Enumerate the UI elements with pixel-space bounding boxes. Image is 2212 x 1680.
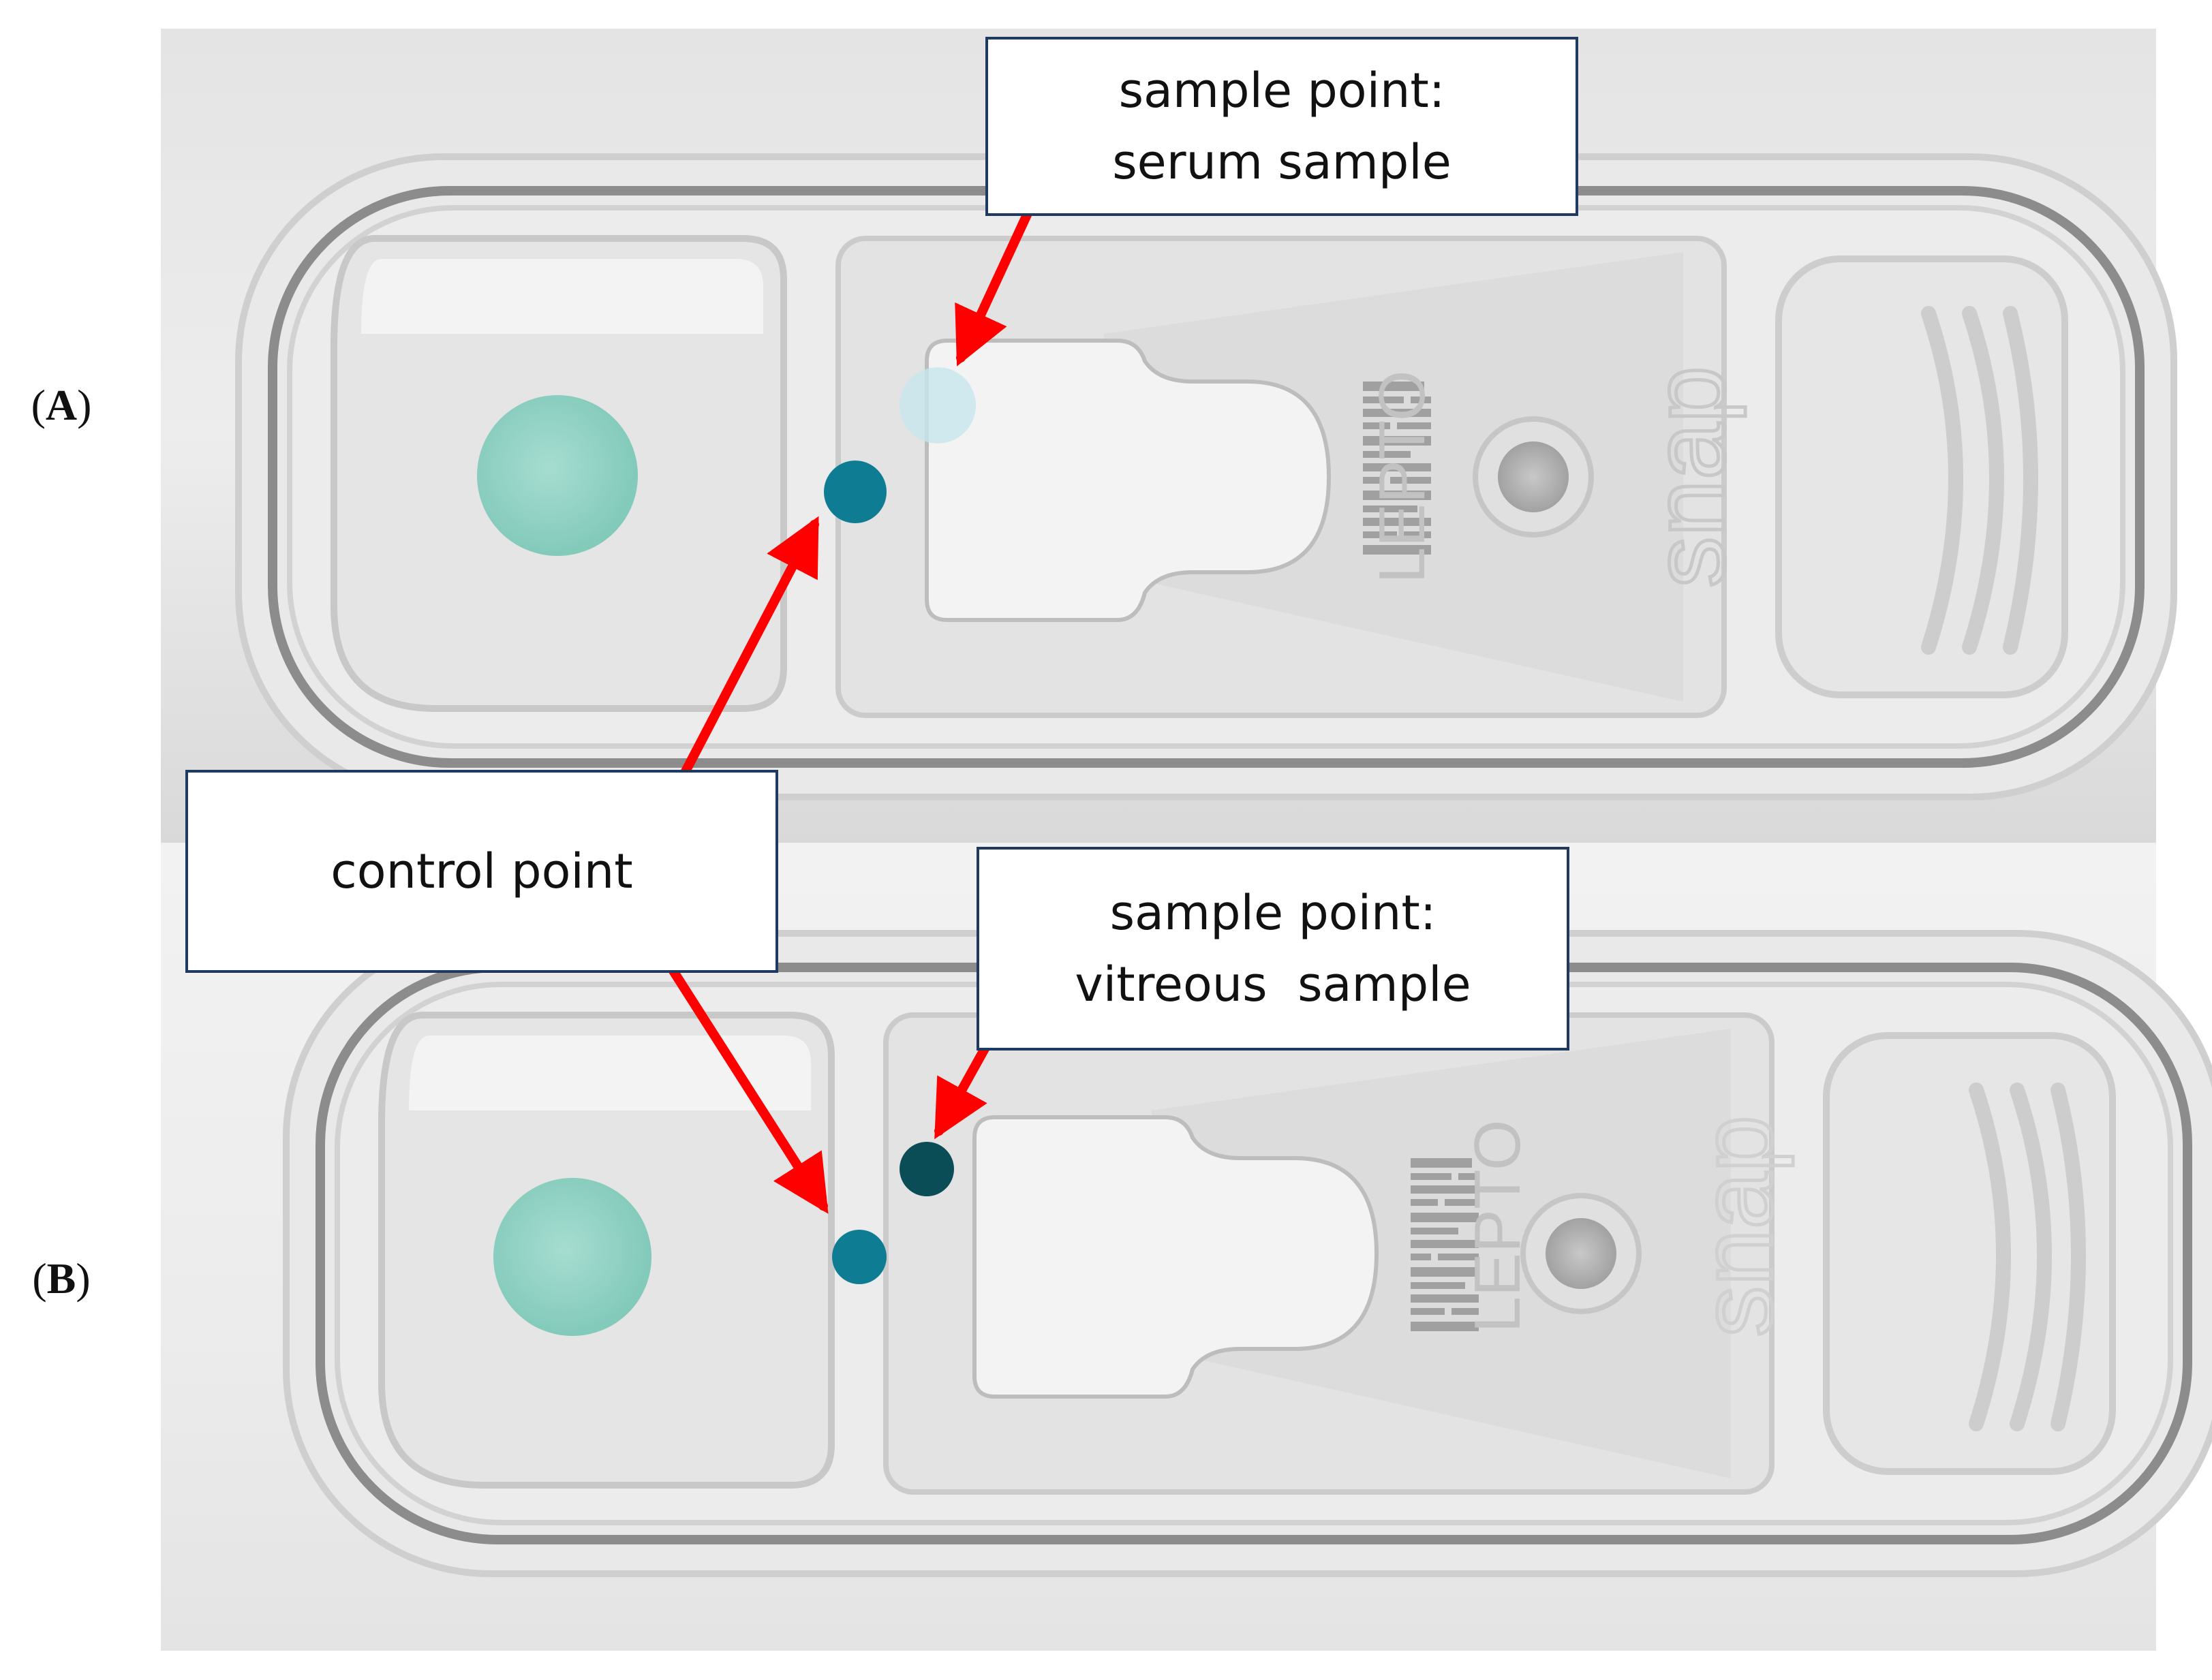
reagent-well-a — [477, 395, 638, 556]
vitreous-sample-spot — [900, 1142, 954, 1196]
serum-callout: sample point: serum sample — [985, 37, 1578, 216]
brand-label-a: snap — [1631, 366, 1746, 587]
test-device-b: LEPTO snap — [286, 933, 2212, 1574]
serum-callout-line1: sample point: — [1118, 62, 1445, 119]
brand-label-b: snap — [1679, 1115, 1794, 1337]
serum-callout-line2: serum sample — [1112, 134, 1451, 190]
control-callout: control point — [185, 770, 778, 973]
panel-label-a: (A) — [31, 381, 92, 429]
vitreous-callout-line2: vitreous sample — [1075, 956, 1471, 1012]
control-spot-a — [824, 461, 887, 523]
vitreous-callout-line1: sample point: — [1109, 884, 1437, 941]
control-callout-line1: control point — [331, 843, 633, 899]
control-spot-b — [832, 1230, 887, 1284]
lepto-label-a: LEPTO — [1366, 370, 1439, 583]
panel-label-b: (B) — [32, 1254, 91, 1303]
test-device-a: LEPTO snap — [239, 157, 2174, 797]
reagent-well-b — [493, 1178, 651, 1336]
lepto-label-b: LEPTO — [1461, 1119, 1534, 1333]
serum-sample-spot — [900, 367, 976, 444]
vitreous-callout: sample point: vitreous sample — [977, 847, 1569, 1051]
